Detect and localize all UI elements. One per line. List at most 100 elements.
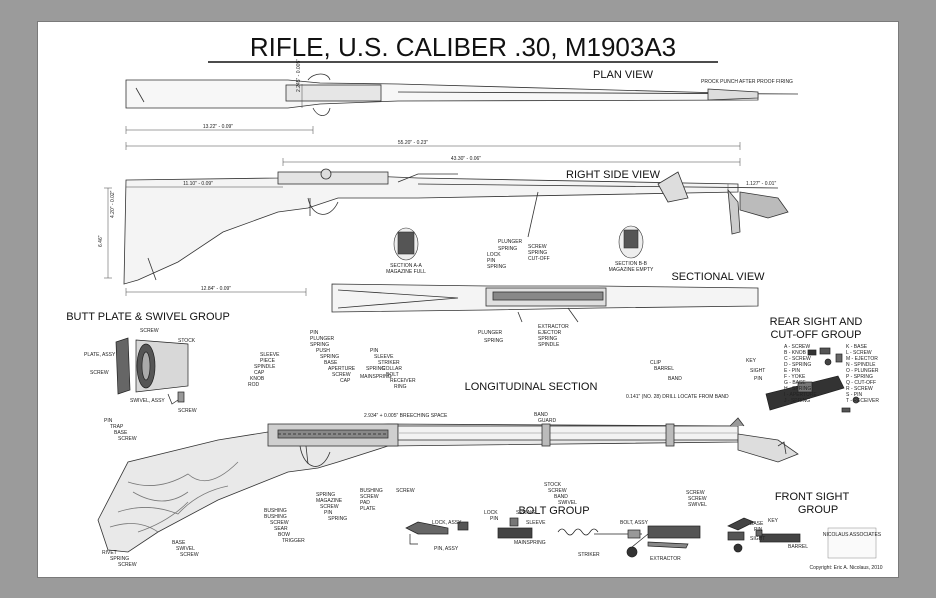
bolt-group-label: BOLT GROUP [518,505,589,517]
callout-long: SPRING [110,556,129,562]
callout-butt: PLATE, ASSY [84,352,116,358]
callout-front: KEY [768,518,779,524]
callout-long: SWIVEL [688,502,707,508]
callout-long: PAD [360,500,370,506]
callout-long: PLUNGER [310,336,335,342]
butt-callouts: SCREW STOCK PLATE, ASSY SCREW SWIVEL, AS… [84,328,197,414]
front-sight-callouts: KEY BASE PIN SIGHT BARREL [750,518,808,550]
section-b-label: SECTION B-B [615,261,648,267]
drill-note: 0.141" (NO. 28) DRILL LOCATE FROM BAND [626,394,729,400]
callout-long: SCREW [118,562,137,568]
overall-length-dim: 55.20" - 0.23" [398,140,428,146]
callout-long: PUSH [316,348,330,354]
plan-width-dim: 2.245" - 0.005" [296,59,302,92]
rear-sight-legend-item: A - SCREW [784,344,810,350]
callout-bolt: PIN [490,516,499,522]
callout-long: BUSHING [360,488,383,494]
rear-sight-legend-item: F - YOKE [784,374,806,380]
rear-sight-legend: A - SCREW B - KNOB C - SCREW D - SPRING … [784,344,879,404]
rear-sight-legend-item: Q - CUT-OFF [846,380,876,386]
longitudinal-label: LONGITUDINAL SECTION [465,381,598,393]
callout-long: RECEIVER [390,378,416,384]
callout-sect: SPRING [484,338,503,344]
rear-sight-drawing [765,347,860,413]
callout-bolt: EXTRACTOR [650,556,681,562]
callout-sect: LOCK [487,252,501,258]
callout-long: PIN [104,418,113,424]
rear-sight-legend-item: B - KNOB [784,350,807,356]
callout-long: SCREW [118,436,137,442]
sectional-rifle [331,283,759,323]
callout-long: STRIKER [378,360,400,366]
callout-long: SCREW [688,496,707,502]
rear-sight-legend-item: R - SCREW [846,386,873,392]
callout-bolt: SLEEVE [526,520,546,526]
callout-sect: SPRING [498,246,517,252]
bolt-callouts: LOCK PIN SPRING SLEEVE LOCK, ASSY PIN, A… [432,510,681,562]
rear-sight-legend-item: H - SPRING [784,386,811,392]
front-sight-label-1: FRONT SIGHT [775,491,850,503]
side-dim-lines [104,184,729,296]
rear-sight-legend-item: C - SCREW [784,356,811,362]
callout-long: BAND [668,376,682,382]
callout-long: BASE [114,430,128,436]
callout-sect: SPRING [538,336,557,342]
callout-long: SCREW [332,372,351,378]
callout-butt: SCREW [90,370,109,376]
callout-sect: SPINDLE [538,342,560,348]
callout-front: PIN [754,527,763,533]
rear-sight-label-2: CUT-OFF GROUP [770,329,861,341]
rear-sight-legend-item: L - SCREW [846,350,872,356]
callout-long: SLEEVE [260,352,280,358]
callout-long: SEAR [274,526,288,532]
rear-sight-legend-item: P - SPRING [846,374,873,380]
callout-bolt: LOCK [484,510,498,516]
sectional-callouts: PLUNGER SPRING LOCK PIN SPRING SCREW SPR… [478,239,569,348]
callout-long: PLATE [360,506,376,512]
right-side-rifle [123,168,789,285]
callout-long: TRIGGER [282,538,305,544]
rear-sight-legend-item: T - RECEIVER [846,398,879,404]
rear-sight-legend-item: S - PIN [846,392,863,398]
callout-long: COLLAR [382,366,402,372]
butt-plate-drawing [115,337,189,405]
callout-long: CAP [254,370,265,376]
callout-long: KEY [746,358,757,364]
callout-front: BASE [750,521,764,527]
callout-long: SPRING [366,366,385,372]
rear-sight-legend-item: E - PIN [784,368,801,374]
callout-sect: EXTRACTOR [538,324,569,330]
rear-sight-label-1: REAR SIGHT AND [770,316,863,328]
callout-long: SCREW [320,504,339,510]
bolt-group-drawing [405,517,701,558]
callout-long: SCREW [270,520,289,526]
credits-box [827,527,877,559]
callout-sect: SCREW [528,244,547,250]
rear-sight-legend-item: O - PLUNGER [846,368,879,374]
callout-butt: SCREW [178,408,197,414]
callout-long: MAGAZINE [316,498,343,504]
side-butt-dim: 11.10" - 0.09" [183,181,213,187]
proof-note: PROCK PUNCH AFTER PROOF FIRING [701,79,793,85]
callout-long: CLIP [650,360,662,366]
rear-sight-legend-item: D - SPRING [784,362,811,368]
callout-long: TRAP [110,424,124,430]
rear-sight-legend-item: G - BASE [784,380,806,386]
callout-long: RIVET [102,550,117,556]
callout-long: SPRING [328,516,347,522]
callout-long: KNOB [250,376,265,382]
longitudinal-callouts: PIN PLUNGER SPRING PUSH SPRING BASE APER… [102,330,765,568]
callout-long: SLEEVE [374,354,394,360]
callout-long: PIN [310,330,319,336]
callout-long: PIN [324,510,333,516]
callout-sect: PLUNGER [498,239,523,245]
callout-long: ROD [248,382,260,388]
callout-long: BUSHING [264,508,287,514]
rear-sight-legend-item: N - SPINDLE [846,362,876,368]
callout-front: BARREL [788,544,808,550]
rear-sight-legend-item: K - BASE [846,344,868,350]
poster-title: RIFLE, U.S. CALIBER .30, M1903A3 [250,32,676,62]
callout-sect: SPRING [487,264,506,270]
callout-long: GUARD [538,418,556,424]
callout-long: SCREW [360,494,379,500]
